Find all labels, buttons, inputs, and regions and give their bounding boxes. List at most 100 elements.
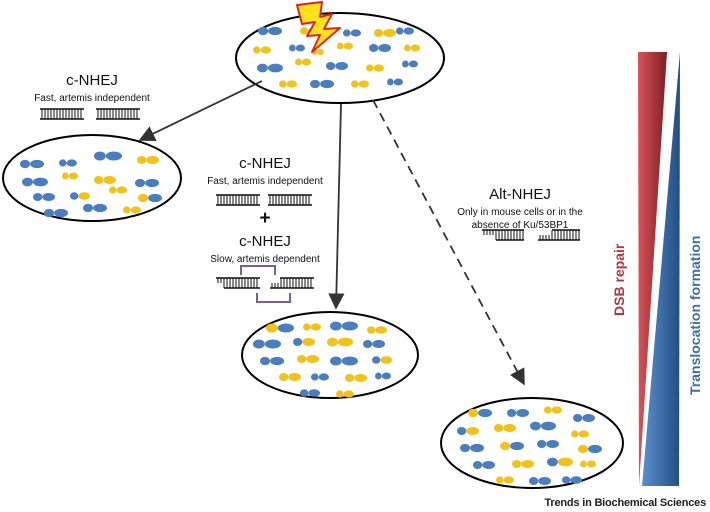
chromosome-icon [457, 427, 479, 435]
chromosome-icon [293, 338, 315, 346]
chromosome-icon [580, 460, 596, 468]
chromosome-icon [253, 339, 281, 349]
dna-duplex-icon [40, 108, 84, 120]
dna-duplex-icon [268, 194, 312, 206]
chromosome-icon [530, 421, 557, 431]
dsb-repair-wedge [638, 52, 667, 486]
chromosome-icon [83, 203, 107, 213]
plus-sign: + [259, 208, 271, 229]
chromosome-icon [404, 44, 420, 52]
chromosome-icon [562, 476, 582, 484]
chromosome-icon [330, 321, 358, 331]
middle-fast-subtitle: Fast, artemis independent [207, 176, 323, 187]
chromosome-icon [473, 461, 495, 469]
chromosome-icon [367, 326, 388, 334]
chromosome-icon [311, 373, 329, 381]
chromosome-icon [257, 63, 283, 73]
chromosome-icon [537, 440, 559, 448]
chromosome-icon [507, 409, 529, 417]
chromosome-icon [327, 337, 353, 347]
nucleus-damaged [235, 12, 445, 104]
chromosome-icon [138, 193, 162, 203]
chromosome-icon [351, 80, 369, 88]
chromosome-icon [500, 441, 524, 451]
chromosome-icon [135, 178, 159, 188]
chromosome-icon [578, 444, 602, 454]
dna-duplex-icon [482, 229, 524, 241]
middle-slow-title: c-NHEJ [239, 233, 291, 250]
dna-layer [40, 108, 580, 289]
chromosome-icon [496, 476, 514, 484]
chromosome-icon [366, 64, 384, 72]
chromosome-icon [372, 356, 393, 364]
chromosome-icon [544, 406, 563, 414]
chromosome-icon [260, 356, 285, 366]
arrow-to-middle [328, 103, 345, 310]
chromosome-icon [345, 374, 367, 382]
chromosome-icon [369, 44, 391, 52]
bracket-bottom [256, 293, 291, 303]
middle-slow-subtitle: Slow, artemis dependent [210, 254, 320, 265]
chromosome-icon [20, 159, 44, 169]
chromosome-icon [300, 389, 321, 397]
chromosome-icon [44, 208, 68, 218]
chromosome-icon [94, 176, 117, 184]
alt-nhej-subtitle-line2: absence of Ku/53BP1 [471, 220, 569, 231]
chromosome-icon [512, 460, 534, 468]
alt-nhej-subtitle-line1: Only in mouse cells or in the [457, 207, 583, 218]
dna-duplex-icon [538, 229, 580, 241]
chromosome-icon [468, 408, 493, 418]
chromosome-icon [312, 48, 324, 56]
translocation-formation-label: Translocation formation [687, 235, 703, 395]
chromosome-icon [375, 372, 391, 380]
chromosome-icon [402, 60, 418, 68]
nucleus-right-result [440, 397, 624, 489]
chromosome-icon [137, 156, 159, 164]
bracket-top [240, 265, 276, 275]
chromosome-icon [279, 80, 297, 88]
chromosome-icon [330, 356, 358, 366]
left-pathway-title: c-NHEJ [66, 72, 118, 89]
chromosome-icon [94, 151, 122, 161]
chromosome-icon [343, 29, 361, 37]
chromosome-icon [460, 443, 485, 453]
chromosome-layer [20, 26, 602, 485]
chromosome-icon [374, 29, 396, 37]
arrow-to-right-dashed [372, 99, 525, 386]
chromosome-icon [396, 27, 414, 35]
dna-duplex-icon [96, 108, 140, 120]
chromosome-icon [295, 58, 311, 66]
chromosome-icon [266, 323, 294, 333]
arrow-to-left [138, 80, 263, 141]
chromosome-icon [109, 186, 127, 194]
chromosome-icon [258, 26, 283, 36]
chromosome-icon [22, 177, 48, 187]
translocation-wedge [642, 52, 680, 486]
chromosome-icon [529, 477, 551, 485]
chromosome-icon [571, 430, 590, 438]
chromosome-icon [253, 46, 271, 54]
dna-duplex-icon [216, 194, 260, 206]
chromosome-icon [303, 323, 321, 331]
dna-duplex-icon [270, 277, 314, 289]
chromosome-icon [363, 340, 385, 348]
left-pathway-subtitle: Fast, artemis independent [34, 93, 150, 104]
chromosome-icon [494, 424, 516, 432]
middle-fast-title: c-NHEJ [239, 155, 291, 172]
chromosome-icon [387, 78, 403, 86]
chromosome-icon [33, 193, 55, 201]
chromosome-icon [289, 44, 305, 52]
chromosome-icon [279, 373, 301, 381]
alt-nhej-title: Alt-NHEJ [489, 186, 551, 203]
chromosome-icon [62, 172, 78, 180]
dsb-repair-label: DSB repair [611, 243, 627, 316]
dna-duplex-icon [216, 277, 260, 289]
chromosome-icon [70, 192, 90, 200]
chromosome-icon [310, 79, 335, 89]
chromosome-icon [337, 42, 353, 50]
journal-credit: Trends in Biochemical Sciences [544, 497, 706, 509]
chromosome-icon [59, 159, 77, 167]
chromosome-icon [336, 390, 354, 398]
chromosome-icon [123, 206, 141, 214]
